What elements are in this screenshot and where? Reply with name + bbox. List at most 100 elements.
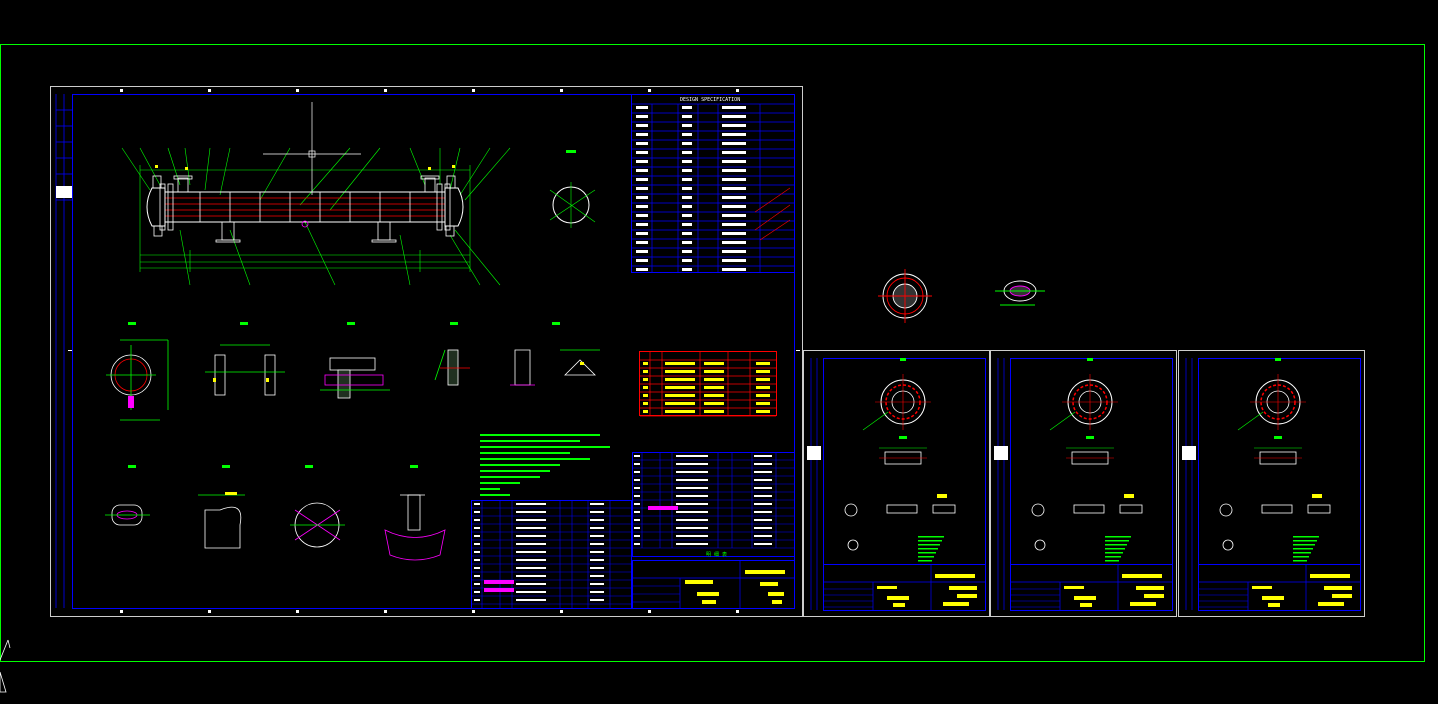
spec-title: DESIGN SPECIFICATION [680,97,740,103]
spec-cell [636,133,648,136]
shell [164,191,446,223]
part-cell [516,599,546,601]
note-line [480,452,570,454]
spec-cell [682,124,692,127]
part-cell [634,543,640,545]
spec-cell [722,133,746,136]
part-cell [676,519,708,521]
spec-cell [682,151,692,154]
part-cell [676,535,708,537]
part-cell [474,551,480,553]
part-cell [676,495,708,497]
spec-cell [636,106,648,109]
part-cell [676,455,708,457]
note-line [480,440,580,442]
part-cell [516,543,546,545]
nozzle-cell [665,362,695,365]
nozzle-cell [643,370,648,373]
part-cell [474,591,480,593]
part-cell [676,463,708,465]
nozzle-cell [704,378,724,381]
note-line [480,488,500,490]
spec-cell [682,268,692,271]
spec-cell [636,115,648,118]
nozzle-cell [756,410,770,413]
part-cell [474,583,480,585]
part-cell [590,503,604,505]
detail-sheet-3 [1178,350,1365,617]
part-cell [474,535,480,537]
part-cell [474,567,480,569]
part-cell [590,543,604,545]
spec-cell [722,151,746,154]
detail-sheet-1 [803,350,990,617]
part-cell [516,591,546,593]
parts-list-right: 明 细 表 [632,452,795,558]
part-cell [676,543,708,545]
spec-cell [722,259,746,262]
spec-cell [722,106,746,109]
part-cell [590,527,604,529]
nozzle-cell [665,410,695,413]
part-cell [634,527,640,529]
nozzle-cell [756,362,770,365]
part-cell [754,535,772,537]
part-cell [516,551,546,553]
spec-cell [722,115,746,118]
part-cell [754,455,772,457]
part-cell [754,495,772,497]
part-cell [754,543,772,545]
part-cell [590,519,604,521]
binding-label [56,186,72,198]
note-line [480,464,560,466]
spec-cell [682,205,692,208]
detail-sheet-2 [990,350,1177,617]
nozzle-cell [704,386,724,389]
nozzle-cell [756,378,770,381]
note-line [480,434,600,436]
spec-cell [722,250,746,253]
spec-cell [636,232,648,235]
heat-exchanger-elevation [121,147,511,286]
spec-cell [682,160,692,163]
spec-cell [682,241,692,244]
spec-cell [636,196,648,199]
part-cell [516,519,546,521]
part-cell [754,511,772,513]
binding-margin [55,94,72,608]
left-head [146,187,166,227]
part-cell [676,487,708,489]
part-cell [676,511,708,513]
nozzle-cell [643,362,648,365]
nozzle-cell [756,402,770,405]
note-line [480,482,520,484]
part-cell [754,479,772,481]
ucs-axis-icon[interactable] [0,639,11,693]
note-line [480,458,590,460]
spec-cell [682,169,692,172]
part-cell [754,463,772,465]
zone-ticks [68,89,800,613]
part-cell [516,503,546,505]
spec-cell [722,214,746,217]
spec-cell [636,178,648,181]
title-block-main [632,560,795,609]
spec-cell [636,214,648,217]
nozzle-cell [665,378,695,381]
spec-cell [636,259,648,262]
spec-cell [682,223,692,226]
spec-cell [722,223,746,226]
nozzle-cell [756,386,770,389]
spec-cell [722,187,746,190]
spec-cell [682,232,692,235]
part-cell [634,463,640,465]
spec-cell [636,250,648,253]
crosshair-cursor-icon[interactable] [263,102,361,195]
part-cell [474,511,480,513]
nozzle-cell [643,378,648,381]
parts-list-left [471,500,632,609]
part-cell [474,519,480,521]
part-cell [754,471,772,473]
spec-cell [636,187,648,190]
